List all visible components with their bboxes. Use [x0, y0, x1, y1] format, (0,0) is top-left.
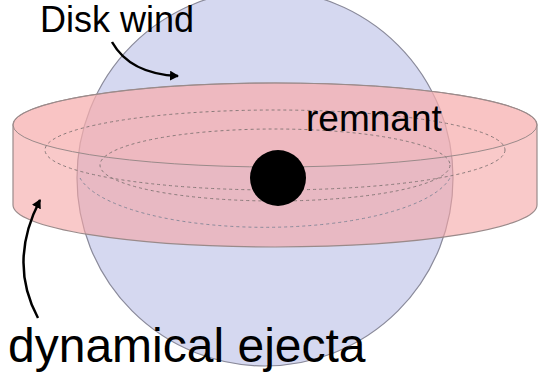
ejecta-torus [13, 83, 537, 247]
remnant-label: remnant [306, 100, 442, 137]
leader-arrow [23, 200, 40, 318]
wind-label: Disk wind [40, 2, 194, 38]
ejecta-label: dynamical ejecta [8, 322, 366, 370]
remnant-dot [250, 150, 306, 206]
leader-arrow [112, 42, 178, 76]
